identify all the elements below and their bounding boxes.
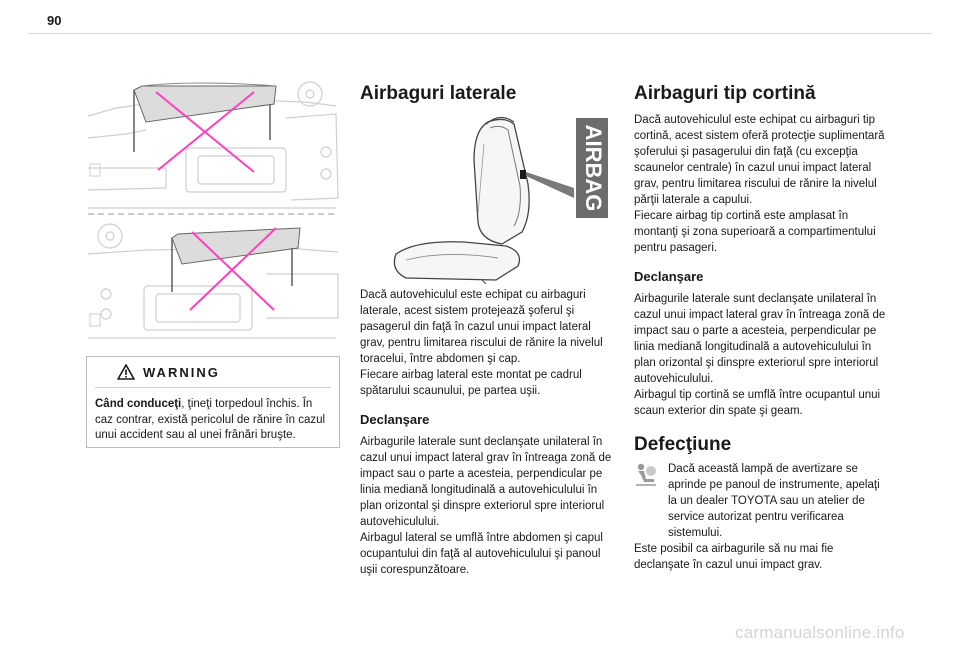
curtain-airbags-title: Airbaguri tip cortină: [634, 83, 816, 104]
warning-text-rest: , ţineţi torpedoul închis. În caz contra…: [95, 398, 326, 441]
side-airbags-intro: Dacă autovehiculul este echipat cu airba…: [360, 289, 603, 365]
cross-line-c: [191, 231, 275, 311]
warning-title: WARNING: [143, 364, 220, 380]
side-airbags-trigger-title: Declanşare: [360, 412, 430, 427]
page-number: 90: [47, 13, 62, 28]
fault-text: Dacă această lampă de avertizare se apri…: [668, 463, 880, 539]
curtain-airbags-section: Airbaguri tip cortină Dacă autovehiculul…: [634, 82, 890, 573]
side-airbags-inflate-text: Airbagul lateral se umflă între abdomen …: [360, 532, 603, 576]
cross-line-b: [157, 91, 255, 171]
fault-title: Defecţiune: [634, 434, 732, 455]
side-airbags-title: Airbaguri laterale: [360, 83, 517, 104]
side-airbags-body: Dacă autovehiculul este echipat cu airba…: [360, 287, 616, 578]
fault-row: Dacă această lampă de avertizare se apri…: [634, 461, 890, 541]
watermark: carmanualsonline.info: [735, 623, 905, 642]
airbag-badge-label: AIRBAG: [581, 125, 606, 212]
warning-text: Când conduceţi, ţineţi torpedoul închis.…: [95, 397, 331, 444]
curtain-airbags-trigger-text: Airbagurile laterale sunt declanşate uni…: [634, 293, 886, 385]
curtain-airbags-inflate-text: Airbagul tip cortină se umflă între ocup…: [634, 389, 881, 417]
curtain-airbags-location: Fiecare airbag tip cortină este amplasat…: [634, 210, 876, 254]
glovebox-illustration: [87, 81, 339, 339]
side-airbags-location: Fiecare airbag lateral este montat pe ca…: [360, 369, 582, 397]
header-divider: [28, 33, 932, 34]
side-airbags-trigger-text: Airbagurile laterale sunt declanşate uni…: [360, 436, 612, 528]
curtain-airbags-intro: Dacă autovehiculul este echipat cu airba…: [634, 114, 885, 206]
airbag-badge: [576, 118, 608, 218]
side-airbags-section: Airbaguri laterale: [360, 82, 616, 106]
warning-header: WARNING: [95, 357, 331, 388]
seat-airbag-illustration: AIRBAG: [393, 116, 608, 284]
airbag-warning-lamp-icon: [636, 463, 656, 486]
warning-box: WARNING Când conduceţi, ţineţi torpedoul…: [86, 356, 340, 448]
warning-text-bold: Când conduceţi: [95, 398, 182, 410]
curtain-airbags-trigger-title: Declanşare: [634, 269, 704, 284]
cross-line-d: [189, 227, 277, 311]
fault-text-2: Este posibil ca airbagurile să nu mai fi…: [634, 543, 834, 571]
warning-triangle-icon: [117, 364, 135, 380]
